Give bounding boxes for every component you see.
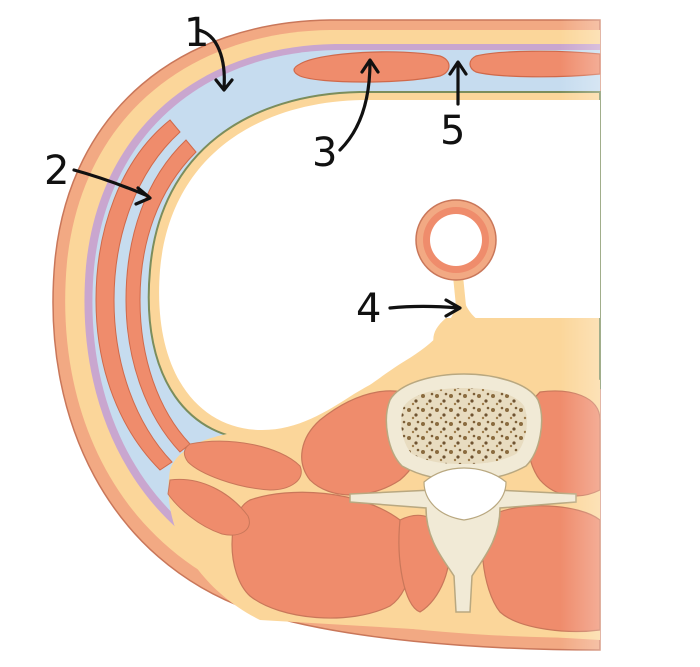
vessel-lumen [430, 214, 482, 266]
back-muscle-left [231, 491, 413, 619]
vessel-ring [415, 199, 497, 317]
annotations: 1 2 3 4 5 [44, 10, 468, 332]
arrow-4 [388, 298, 462, 318]
label-2: 2 [44, 148, 69, 194]
arrow-2 [72, 168, 152, 206]
mesentery-stalk [453, 275, 467, 317]
arrow-5 [448, 60, 468, 106]
posterolateral-muscle-a [183, 440, 302, 491]
cancellous-bone [401, 388, 527, 464]
lung-cavity-space [159, 100, 601, 430]
label-5: 5 [440, 108, 465, 154]
vertebra [349, 373, 577, 613]
arrow-1 [196, 28, 234, 92]
lateral-muscle-outer [95, 119, 181, 471]
lateral-muscles [95, 119, 197, 471]
posterolateral-muscle-b [167, 478, 250, 536]
lateral-muscle-inner [125, 139, 197, 453]
label-3: 3 [312, 130, 337, 176]
spinal-canal [423, 467, 507, 521]
arrow-3 [338, 58, 380, 152]
label-4: 4 [356, 286, 381, 332]
right-fade-overlay [560, 0, 700, 667]
